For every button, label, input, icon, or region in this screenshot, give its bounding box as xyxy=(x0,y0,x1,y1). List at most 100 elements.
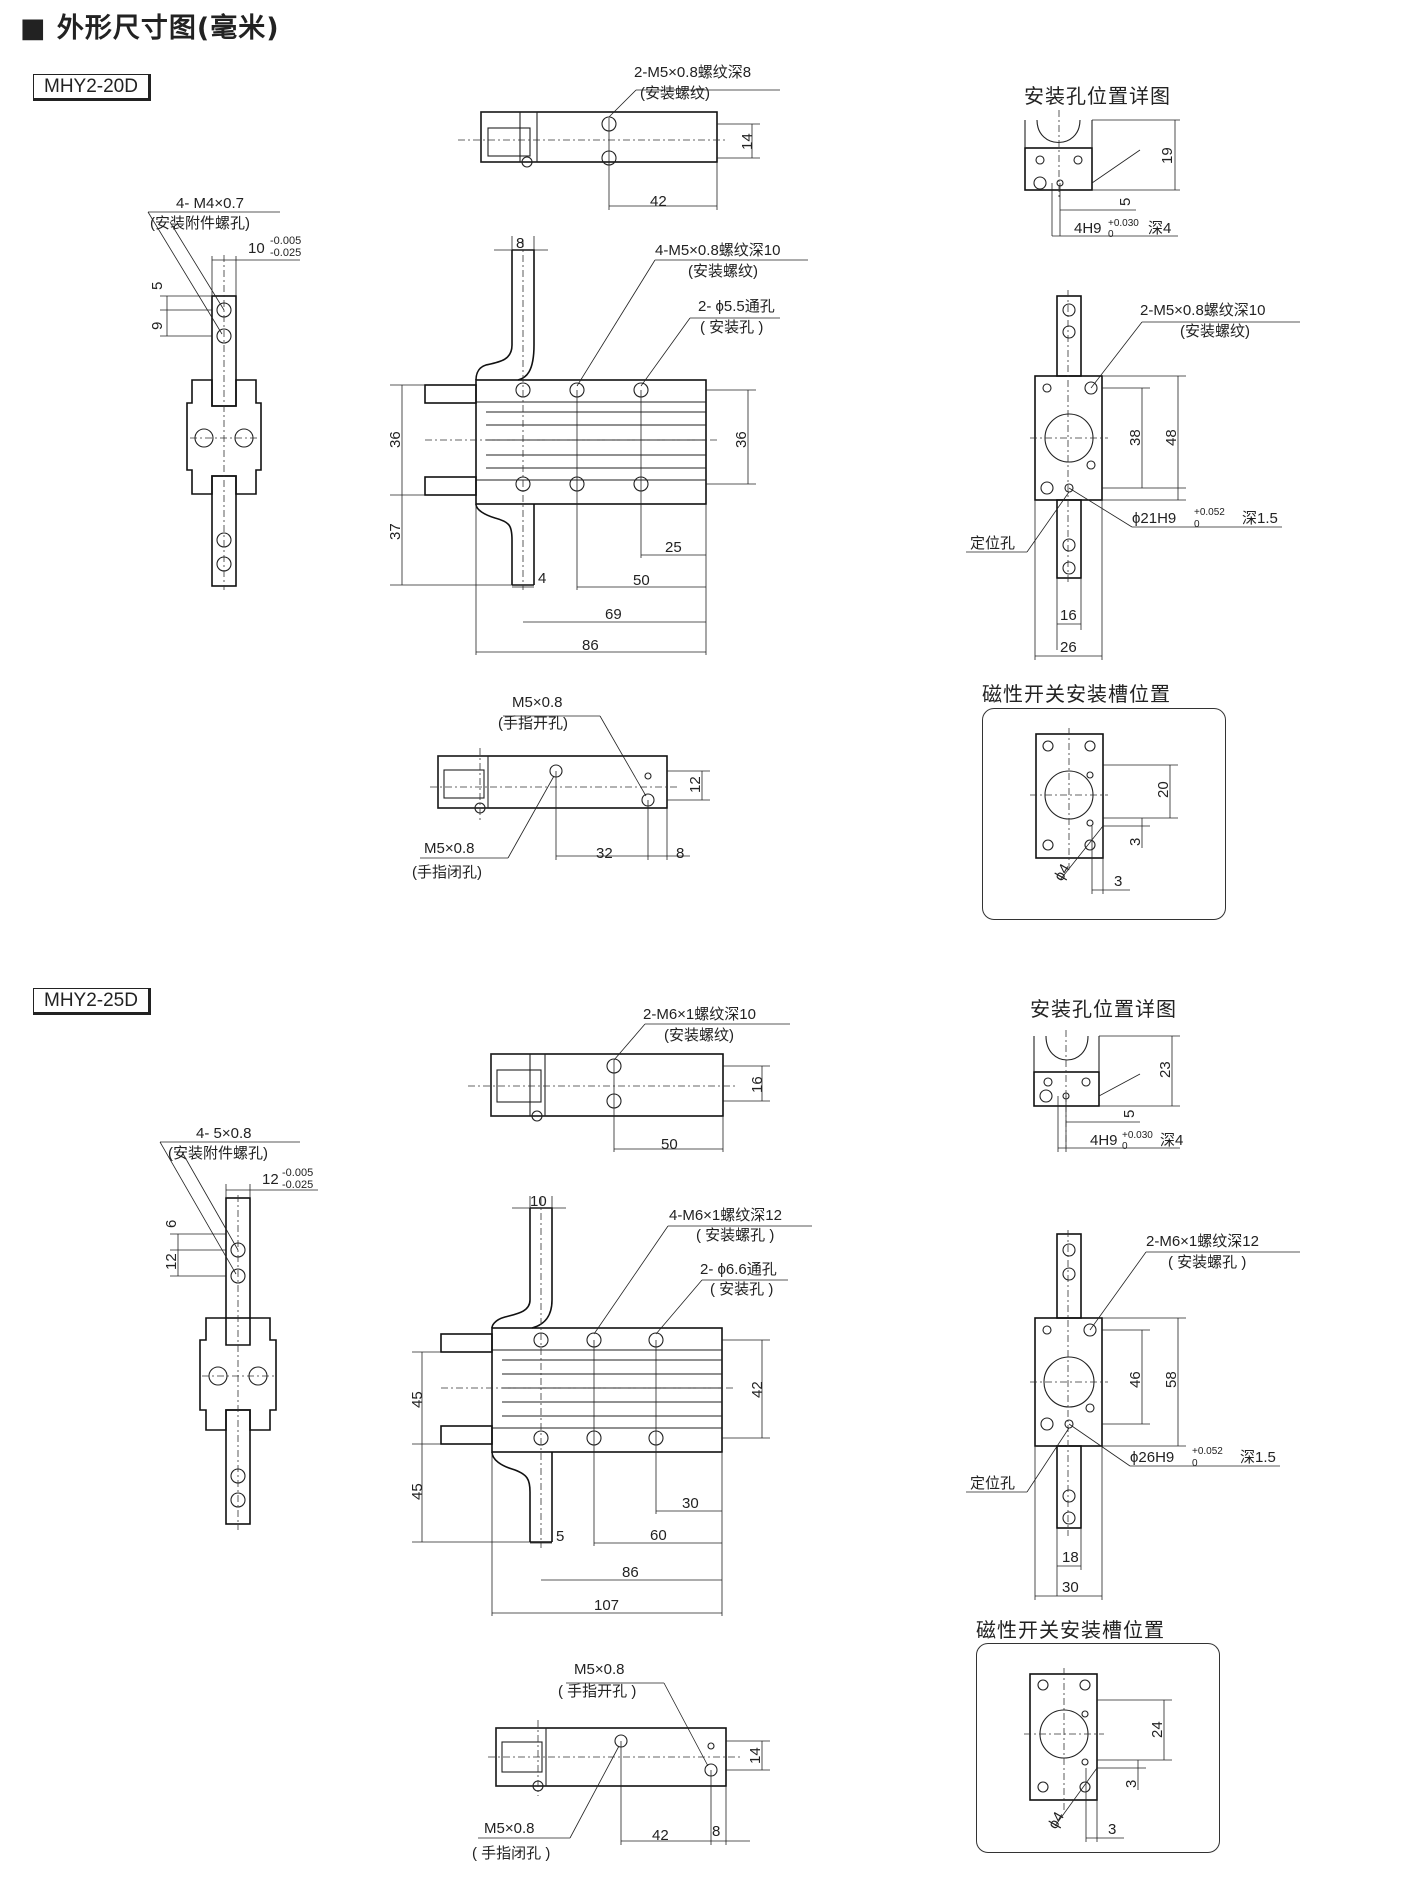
jaw-tol-main: 10 xyxy=(248,240,265,257)
dim-bot-12: 12 xyxy=(687,776,704,793)
bottom-view: M5×0.8 ( 手指开孔 ) M5×0.8 ( 手指闭孔 ) 42 8 14 xyxy=(472,1661,770,1862)
jaw-thread-sub: (安装附件螺孔) xyxy=(168,1145,268,1162)
bore-tol: +0.052 xyxy=(1194,507,1225,518)
front-hole-sub: ( 安装孔 ) xyxy=(700,319,763,336)
dim-side-16: 16 xyxy=(1060,607,1077,624)
dim-front-jaw-h: 37 xyxy=(387,523,404,540)
jaw-tol-up: -0.005 xyxy=(270,235,301,247)
bottom-view: M5×0.8 (手指开孔) M5×0.8 (手指闭孔) 32 8 12 xyxy=(412,694,710,881)
dim-jaw-a: 6 xyxy=(163,1220,180,1228)
dim-sw-20: 24 xyxy=(1149,1721,1166,1738)
dim-front-4: 5 xyxy=(556,1528,564,1545)
bore-depth: 深1.5 xyxy=(1240,1449,1276,1466)
dim-top-h: 14 xyxy=(739,133,756,150)
model-label: MHY2-20D xyxy=(33,74,151,101)
dim-sw-3a: 3 xyxy=(1123,1780,1140,1788)
side-thread-sub: ( 安装螺孔 ) xyxy=(1168,1254,1246,1271)
dim-sw-3a: 3 xyxy=(1127,838,1144,846)
jaw-view: 4- M4×0.7 (安装附件螺孔) 10 -0.005 -0.025 5 9 xyxy=(147,195,301,590)
jaw-tol-lo: -0.025 xyxy=(282,1179,313,1191)
bore-label: ϕ26H9 xyxy=(1130,1449,1174,1466)
pin-tol: +0.030 xyxy=(1108,218,1139,229)
pin-label: 4H9 xyxy=(1074,220,1102,237)
mount-detail: 19 5 4H9 +0.030 0 深4 xyxy=(1024,110,1180,240)
side-thread-label: 2-M5×0.8螺纹深10 xyxy=(1140,302,1265,319)
dim-front-right-h: 36 xyxy=(733,431,750,448)
jaw-tol-lo: -0.025 xyxy=(270,247,301,259)
front-view: 4-M6×1螺纹深12 ( 安装螺孔 ) 2- ϕ6.6通孔 ( 安装孔 ) 1… xyxy=(409,1193,812,1616)
open-hole-label: M5×0.8 xyxy=(574,1661,624,1678)
switch-slot-detail: 20 3 ϕ4 3 xyxy=(1030,728,1178,894)
open-hole-sub: ( 手指开孔 ) xyxy=(558,1683,636,1700)
page-title: ■ 外形尺寸图(毫米) xyxy=(20,13,280,44)
top-thread-label: 2-M5×0.8螺纹深8 xyxy=(634,64,751,81)
dim-sw-3b: 3 xyxy=(1114,873,1122,890)
pin-tol: +0.030 xyxy=(1122,1130,1153,1141)
jaw-thread-label: 4- 5×0.8 xyxy=(196,1125,251,1142)
jaw-view: 4- 5×0.8 (安装附件螺孔) 12 -0.005 -0.025 6 12 xyxy=(159,1125,318,1530)
close-hole-sub: ( 手指闭孔 ) xyxy=(472,1845,550,1862)
locate-hole-label: 定位孔 xyxy=(970,535,1015,552)
dim-front-4: 4 xyxy=(538,570,546,587)
switch-slot-frame xyxy=(982,708,1226,920)
dim-top-w: 42 xyxy=(650,193,667,210)
dim-bot-8: 8 xyxy=(712,1823,720,1840)
model-label: MHY2-25D xyxy=(33,988,151,1015)
front-hole-sub: ( 安装孔 ) xyxy=(710,1281,773,1298)
side-thread-sub: (安装螺纹) xyxy=(1180,323,1250,340)
dim-side-48: 58 xyxy=(1163,1371,1180,1388)
bore-depth: 深1.5 xyxy=(1242,510,1278,527)
close-hole-label: M5×0.8 xyxy=(424,840,474,857)
dim-det-5: 5 xyxy=(1117,198,1134,206)
dim-front-w1: 8 xyxy=(516,235,524,252)
switch-slot-frame xyxy=(976,1643,1220,1853)
front-thread-sub: ( 安装螺孔 ) xyxy=(696,1227,774,1244)
top-view: 2-M6×1螺纹深10 (安装螺纹) 50 16 xyxy=(468,1006,790,1153)
dim-front-50: 60 xyxy=(650,1527,667,1544)
dim-front-w1: 10 xyxy=(530,1193,547,1210)
front-hole-label: 2- ϕ6.6通孔 xyxy=(700,1261,777,1278)
bore-tol-zero: 0 xyxy=(1194,519,1200,530)
dim-side-38: 38 xyxy=(1127,429,1144,446)
front-thread-sub: (安装螺纹) xyxy=(688,263,758,280)
dim-bot-32: 42 xyxy=(652,1827,669,1844)
jaw-thread-sub: (安装附件螺孔) xyxy=(150,215,250,232)
dim-front-right-h: 42 xyxy=(749,1381,766,1398)
dim-side-26: 26 xyxy=(1060,639,1077,656)
dim-front-jaw-h: 45 xyxy=(409,1483,426,1500)
open-hole-label: M5×0.8 xyxy=(512,694,562,711)
front-thread-label: 4-M6×1螺纹深12 xyxy=(669,1207,782,1224)
bore-tol-zero: 0 xyxy=(1192,1458,1198,1469)
top-thread-label: 2-M6×1螺纹深10 xyxy=(643,1006,756,1023)
side-thread-label: 2-M6×1螺纹深12 xyxy=(1146,1233,1259,1250)
bore-tol: +0.052 xyxy=(1192,1446,1223,1457)
front-view: 4-M5×0.8螺纹深10 (安装螺纹) 2- ϕ5.5通孔 ( 安装孔 ) 8… xyxy=(387,235,808,655)
dim-jaw-b: 9 xyxy=(149,322,166,330)
pin-label: 4H9 xyxy=(1090,1132,1118,1149)
dim-det-5: 5 xyxy=(1121,1110,1138,1118)
dim-front-86: 107 xyxy=(594,1597,619,1614)
dim-side-38: 46 xyxy=(1127,1371,1144,1388)
top-thread-sub: (安装螺纹) xyxy=(640,85,710,102)
top-thread-sub: (安装螺纹) xyxy=(664,1027,734,1044)
pin-tol-zero: 0 xyxy=(1108,229,1114,240)
dim-front-86: 86 xyxy=(582,637,599,654)
dim-sw-20: 20 xyxy=(1155,781,1172,798)
dim-top-w: 50 xyxy=(661,1136,678,1153)
dim-det-19: 23 xyxy=(1157,1061,1174,1078)
dim-jaw-a: 5 xyxy=(149,282,166,290)
dim-top-h: 16 xyxy=(749,1076,766,1093)
dim-side-16: 18 xyxy=(1062,1549,1079,1566)
dim-front-left-h: 36 xyxy=(387,431,404,448)
pin-depth: 深4 xyxy=(1148,220,1171,237)
pin-depth: 深4 xyxy=(1160,1132,1183,1149)
side-view: 2-M6×1螺纹深12 ( 安装螺孔 ) 定位孔 ϕ26H9 +0.052 0 … xyxy=(966,1230,1300,1600)
pin-tol-zero: 0 xyxy=(1122,1141,1128,1152)
top-view: 2-M5×0.8螺纹深8 (安装螺纹) 42 14 xyxy=(458,64,780,210)
dim-sw-phi: ϕ4 xyxy=(1045,1809,1068,1832)
side-view: 2-M5×0.8螺纹深10 (安装螺纹) 定位孔 ϕ21H9 +0.052 0 … xyxy=(966,290,1300,660)
dim-det-19: 19 xyxy=(1159,147,1176,164)
switch-slot-title: 磁性开关安装槽位置 xyxy=(982,682,1171,706)
